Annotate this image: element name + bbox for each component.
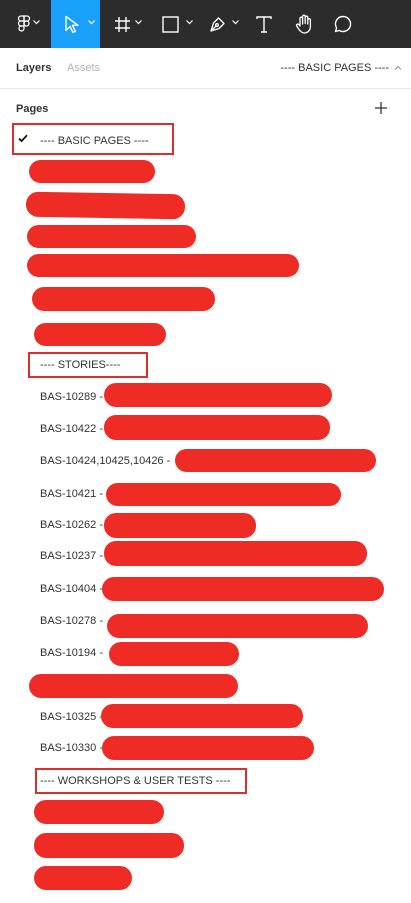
highlight-box xyxy=(28,352,148,378)
page-item-label: BAS-10325 - xyxy=(40,711,103,723)
pages-section-title: Pages xyxy=(16,103,49,115)
page-item[interactable]: BAS-10330 - xyxy=(40,735,103,761)
redacted-page-item[interactable] xyxy=(29,674,238,698)
hand-icon xyxy=(295,14,312,34)
redaction-mark xyxy=(107,614,368,638)
page-item[interactable]: BAS-10262 - xyxy=(40,512,103,538)
redacted-page-item[interactable] xyxy=(27,254,299,277)
text-tool-button[interactable] xyxy=(248,0,280,48)
page-item-label: ---- WORKSHOPS & USER TESTS ---- xyxy=(40,775,231,787)
chevron-up-icon xyxy=(394,65,402,70)
toolbar xyxy=(0,0,411,48)
chevron-down-icon xyxy=(232,20,239,25)
main-menu-button[interactable] xyxy=(0,0,48,48)
page-item-label: BAS-10289 - xyxy=(40,391,103,403)
page-item-workshops[interactable]: ---- WORKSHOPS & USER TESTS ---- xyxy=(40,768,230,794)
page-item[interactable]: BAS-10422 - xyxy=(40,416,103,442)
redacted-page-item[interactable] xyxy=(32,287,215,311)
redacted-page-item[interactable] xyxy=(34,833,184,858)
page-item-label: BAS-10330 - xyxy=(40,742,103,754)
redaction-mark xyxy=(102,577,384,601)
shape-tool-button[interactable] xyxy=(152,0,198,48)
panel-tabs: Layers Assets ---- BASIC PAGES ---- xyxy=(0,48,411,89)
text-icon xyxy=(256,15,272,33)
rectangle-icon xyxy=(161,15,179,33)
redaction-mark xyxy=(104,415,330,440)
page-item[interactable]: BAS-10424,10425,10426 - xyxy=(40,448,170,474)
page-item[interactable]: BAS-10325 - xyxy=(40,704,103,730)
figma-logo-icon xyxy=(17,15,31,32)
redacted-page-item[interactable] xyxy=(34,323,166,346)
page-switcher[interactable]: ---- BASIC PAGES ---- xyxy=(280,62,402,74)
page-item[interactable]: BAS-10289 - xyxy=(40,384,103,410)
redaction-mark xyxy=(104,541,367,566)
redaction-mark xyxy=(106,483,341,506)
chevron-down-icon xyxy=(33,20,40,25)
page-item-basic-pages[interactable]: ---- BASIC PAGES ---- xyxy=(40,128,149,154)
redaction-mark xyxy=(109,642,239,666)
move-tool-button[interactable] xyxy=(51,0,100,48)
tab-layers[interactable]: Layers xyxy=(16,62,52,74)
highlight-box xyxy=(12,123,174,155)
redacted-page-item[interactable] xyxy=(34,800,164,824)
chevron-down-icon xyxy=(135,20,142,25)
redaction-mark xyxy=(102,736,314,760)
pen-icon xyxy=(210,17,225,32)
current-page-label: ---- BASIC PAGES ---- xyxy=(280,62,389,74)
check-icon xyxy=(18,134,28,143)
page-item-label: BAS-10421 - xyxy=(40,488,103,500)
redaction-mark xyxy=(175,449,376,472)
redacted-page-item[interactable] xyxy=(27,225,196,248)
page-item-label: ---- STORIES---- xyxy=(40,359,121,371)
page-item[interactable]: BAS-10194 - xyxy=(40,640,103,666)
chevron-down-icon xyxy=(186,20,193,25)
comment-icon xyxy=(334,15,352,33)
page-item-label: BAS-10262 - xyxy=(40,519,103,531)
hand-tool-button[interactable] xyxy=(288,0,320,48)
redacted-page-item[interactable] xyxy=(25,191,186,220)
chevron-down-icon xyxy=(88,20,95,25)
redaction-mark xyxy=(104,513,256,538)
pen-tool-button[interactable] xyxy=(200,0,246,48)
page-item-label: BAS-10404 - xyxy=(40,583,103,595)
page-item-stories[interactable]: ---- STORIES---- xyxy=(40,352,120,378)
add-page-icon[interactable] xyxy=(374,101,388,115)
page-item-label: BAS-10237 - xyxy=(40,550,103,562)
page-item[interactable]: BAS-10421 - xyxy=(40,481,103,507)
page-item[interactable]: BAS-10278 - xyxy=(40,608,103,634)
page-item[interactable]: BAS-10237 - xyxy=(40,543,103,569)
highlight-box xyxy=(35,768,247,794)
frame-tool-button[interactable] xyxy=(104,0,150,48)
redaction-mark xyxy=(101,704,303,728)
page-item-label: BAS-10194 - xyxy=(40,647,103,659)
redaction-mark xyxy=(104,383,332,407)
page-item-label: ---- BASIC PAGES ---- xyxy=(40,135,149,147)
page-item-label: BAS-10422 - xyxy=(40,423,103,435)
redacted-page-item[interactable] xyxy=(29,160,155,183)
page-item-label: BAS-10424,10425,10426 - xyxy=(40,455,171,467)
tab-assets[interactable]: Assets xyxy=(67,62,101,74)
comment-tool-button[interactable] xyxy=(327,0,359,48)
redacted-page-item[interactable] xyxy=(34,866,132,890)
move-pointer-icon xyxy=(64,15,79,33)
frame-icon xyxy=(114,16,130,32)
page-item[interactable]: BAS-10404 - xyxy=(40,576,103,602)
page-item-label: BAS-10278 - xyxy=(40,615,103,627)
